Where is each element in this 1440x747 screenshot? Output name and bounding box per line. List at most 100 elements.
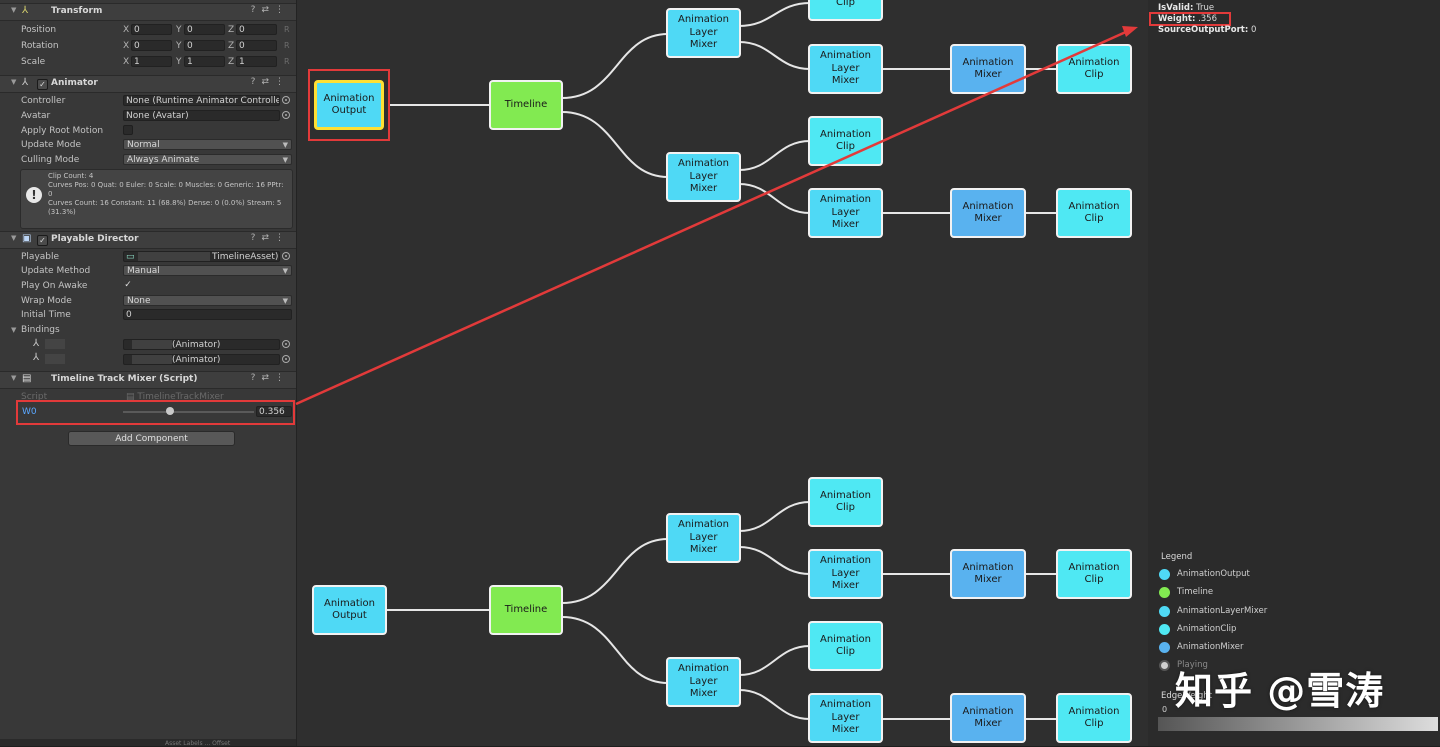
w0-slider-knob[interactable] (166, 407, 174, 415)
position-x-field[interactable]: 0 (131, 24, 172, 35)
node-layer-mixer[interactable]: Animation Layer Mixer (666, 8, 741, 58)
transform-icon: ⅄ (22, 5, 29, 16)
initial-time-label: Initial Time (21, 310, 71, 320)
legend-playing-dot-icon (1159, 660, 1170, 671)
axis-z-label: Z (228, 25, 235, 35)
node-layer-mixer[interactable]: Animation Layer Mixer (666, 152, 741, 202)
animator-enabled-checkbox[interactable]: ✓ (37, 79, 48, 90)
controller-field[interactable]: None (Runtime Animator Controller) (123, 95, 280, 106)
edge (561, 616, 669, 684)
add-component-button[interactable]: Add Component (68, 431, 235, 446)
node-layer-mixer[interactable]: Animation Layer Mixer (808, 44, 883, 94)
initial-time-field[interactable]: 0 (123, 309, 292, 320)
node-animation-mixer[interactable]: Animation Mixer (950, 188, 1026, 238)
axis-x-label: X (123, 25, 130, 35)
wrap-mode-label: Wrap Mode (21, 296, 72, 306)
binding-1-field[interactable]: (Animator) (123, 339, 280, 350)
avatar-field[interactable]: None (Avatar) (123, 110, 280, 121)
weight-row: Weight: .356 (1158, 14, 1217, 24)
node-layer-mixer[interactable]: Animation Layer Mixer (808, 693, 883, 743)
transform-header[interactable]: ▼ ⅄ Transform ?⇄⋮ (0, 3, 296, 21)
node-timeline[interactable]: Timeline (489, 80, 563, 130)
apply-root-motion-checkbox[interactable] (123, 125, 133, 135)
node-timeline[interactable]: Timeline (489, 585, 563, 635)
component-menu-icons[interactable]: ?⇄⋮ (250, 233, 290, 243)
w0-label: W0 (22, 407, 37, 417)
node-layer-mixer[interactable]: Animation Layer Mixer (666, 513, 741, 563)
track-mixer-header[interactable]: ▼ ▤ Timeline Track Mixer (Script) ?⇄⋮ (0, 371, 296, 389)
playable-director-enabled-checkbox[interactable]: ✓ (37, 235, 48, 246)
apply-root-motion-label: Apply Root Motion (21, 126, 104, 136)
object-picker-icon[interactable] (282, 111, 290, 119)
graph-info-panel (1148, 0, 1440, 746)
node-animation-mixer[interactable]: Animation Mixer (950, 44, 1026, 94)
redacted-track-name (45, 339, 65, 349)
playable-field[interactable]: ▭ TimelineAsset) (123, 251, 280, 262)
source-port-label: SourceOutputPort: (1158, 25, 1249, 35)
position-z-field[interactable]: 0 (236, 24, 277, 35)
edge (561, 33, 669, 99)
binding-2-field[interactable]: (Animator) (123, 354, 280, 365)
object-picker-icon[interactable] (282, 252, 290, 260)
reset-position-button[interactable]: R (284, 25, 290, 34)
animator-header[interactable]: ▼ ⅄ ✓ Animator ?⇄⋮ (0, 75, 296, 93)
node-animation-output[interactable]: Animation Output (312, 585, 387, 635)
object-picker-icon[interactable] (282, 355, 290, 363)
foldout-arrow-icon[interactable]: ▼ (11, 78, 17, 86)
inspector-panel: ▼ ⅄ Transform ?⇄⋮ Position Rotation Scal… (0, 0, 297, 747)
update-mode-dropdown[interactable]: Normal▼ (123, 139, 292, 150)
component-menu-icons[interactable]: ?⇄⋮ (250, 77, 290, 87)
animator-info-text: Clip Count: 4 Curves Pos: 0 Quat: 0 Eule… (48, 172, 284, 216)
node-layer-mixer[interactable]: Animation Layer Mixer (808, 549, 883, 599)
node-animation-clip[interactable]: Animation Clip (808, 621, 883, 671)
node-animation-clip[interactable]: Animation Clip (1056, 188, 1132, 238)
foldout-arrow-icon[interactable]: ▼ (11, 374, 17, 382)
edge (738, 645, 811, 676)
w0-slider-track[interactable] (123, 411, 254, 413)
node-animation-clip[interactable]: Animation Clip (808, 477, 883, 527)
scale-z-field[interactable]: 1 (236, 56, 277, 67)
node-animation-clip[interactable]: Animation Clip (808, 116, 883, 166)
update-method-value: Manual (127, 266, 160, 276)
redacted-name (138, 252, 210, 261)
node-animation-mixer[interactable]: Animation Mixer (950, 549, 1026, 599)
edge-weight-label: EdgeWeight (1161, 691, 1213, 701)
rotation-z-field[interactable]: 0 (236, 40, 277, 51)
culling-mode-dropdown[interactable]: Always Animate▼ (123, 154, 292, 165)
edge (738, 546, 811, 575)
component-menu-icons[interactable]: ?⇄⋮ (250, 373, 290, 383)
node-animation-clip[interactable]: Animation Clip (808, 0, 883, 21)
bindings-foldout-icon[interactable]: ▼ (11, 326, 17, 334)
play-on-awake-checkbox[interactable]: ✓ (124, 280, 132, 290)
scale-x-field[interactable]: 1 (131, 56, 172, 67)
redacted-binding (132, 340, 172, 349)
edge (738, 41, 811, 70)
animation-track-icon: ⅄ (33, 338, 40, 349)
rotation-x-field[interactable]: 0 (131, 40, 172, 51)
node-animation-clip[interactable]: Animation Clip (1056, 693, 1132, 743)
wrap-mode-dropdown[interactable]: None▼ (123, 295, 292, 306)
timeline-asset-icon: ▭ (126, 252, 135, 262)
edge (738, 689, 811, 720)
inspector-footer-text: Asset Labels ... Offset (165, 740, 231, 747)
w0-value-field[interactable]: 0.356 (256, 406, 292, 417)
position-y-field[interactable]: 0 (184, 24, 225, 35)
foldout-arrow-icon[interactable]: ▼ (11, 234, 17, 242)
rotation-y-field[interactable]: 0 (184, 40, 225, 51)
update-method-dropdown[interactable]: Manual▼ (123, 265, 292, 276)
node-animation-clip[interactable]: Animation Clip (1056, 44, 1132, 94)
object-picker-icon[interactable] (282, 340, 290, 348)
playable-graph-view[interactable]: Animation Output Timeline Animation Laye… (297, 0, 1148, 746)
script-file-icon: ▤ (22, 373, 32, 384)
playable-director-header[interactable]: ▼ ▣ ✓ Playable Director ?⇄⋮ (0, 231, 296, 249)
reset-scale-button[interactable]: R (284, 57, 290, 66)
scale-y-field[interactable]: 1 (184, 56, 225, 67)
node-layer-mixer[interactable]: Animation Layer Mixer (666, 657, 741, 707)
node-animation-clip[interactable]: Animation Clip (1056, 549, 1132, 599)
foldout-arrow-icon[interactable]: ▼ (11, 6, 17, 14)
component-menu-icons[interactable]: ?⇄⋮ (250, 5, 290, 15)
node-animation-mixer[interactable]: Animation Mixer (950, 693, 1026, 743)
reset-rotation-button[interactable]: R (284, 41, 290, 50)
object-picker-icon[interactable] (282, 96, 290, 104)
node-layer-mixer[interactable]: Animation Layer Mixer (808, 188, 883, 238)
